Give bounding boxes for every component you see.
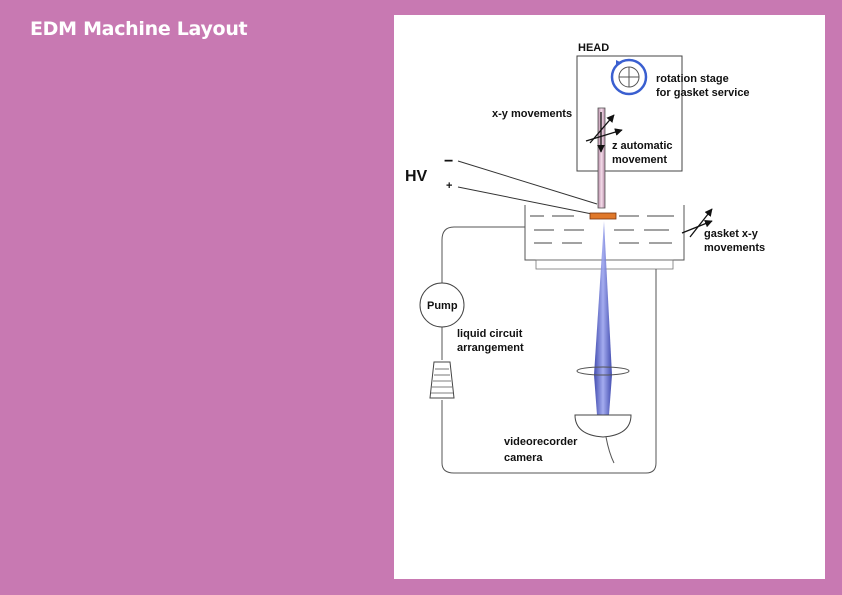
- gasket-xy-arrows-icon: [681, 208, 713, 238]
- rotation-stage-icon: [610, 58, 648, 96]
- electrode-shaft: [597, 107, 606, 209]
- xy-movement-arrows-icon: [585, 112, 623, 153]
- edm-diagram-panel: HEAD rotation stage for gasket service x…: [394, 15, 825, 579]
- z-automatic-label-line1: z automatic: [612, 140, 673, 152]
- filter-icon: [429, 361, 455, 399]
- hv-plus-sign: +: [446, 180, 452, 192]
- lens: [576, 366, 630, 376]
- xy-movements-label: x-y movements: [492, 108, 572, 120]
- pump-icon: [419, 282, 465, 328]
- liquid-circuit-label-line1: liquid circuit: [457, 328, 523, 340]
- observation-beam: [594, 221, 612, 415]
- gasket-xy-label-line2: movements: [704, 242, 765, 254]
- edm-diagram: HEAD rotation stage for gasket service x…: [405, 42, 765, 474]
- head-label: HEAD: [578, 42, 609, 54]
- rotation-stage-label-line2: for gasket service: [656, 87, 750, 99]
- rotation-stage-label-line1: rotation stage: [656, 73, 729, 85]
- z-automatic-label-line2: movement: [612, 154, 667, 166]
- videorecorder-label: videorecorder: [504, 436, 578, 448]
- liquid-surface-lines: [530, 215, 674, 244]
- hv-positive-wire: [457, 186, 593, 215]
- hv-negative-wire: [457, 160, 598, 205]
- pump-label: Pump: [427, 300, 458, 312]
- head-box: [576, 55, 683, 172]
- liquid-circuit-label-line2: arrangement: [457, 342, 524, 354]
- hv-minus-sign: −: [444, 153, 453, 170]
- slide-title: EDM Machine Layout: [30, 18, 248, 40]
- camera-icon: [574, 414, 632, 438]
- gasket-xy-label-line1: gasket x-y: [704, 228, 759, 240]
- camera-label: camera: [504, 452, 543, 464]
- liquid-circuit-loop: [441, 226, 657, 474]
- hv-label: HV: [405, 168, 428, 185]
- camera-cable: [605, 436, 615, 464]
- gasket: [589, 212, 617, 220]
